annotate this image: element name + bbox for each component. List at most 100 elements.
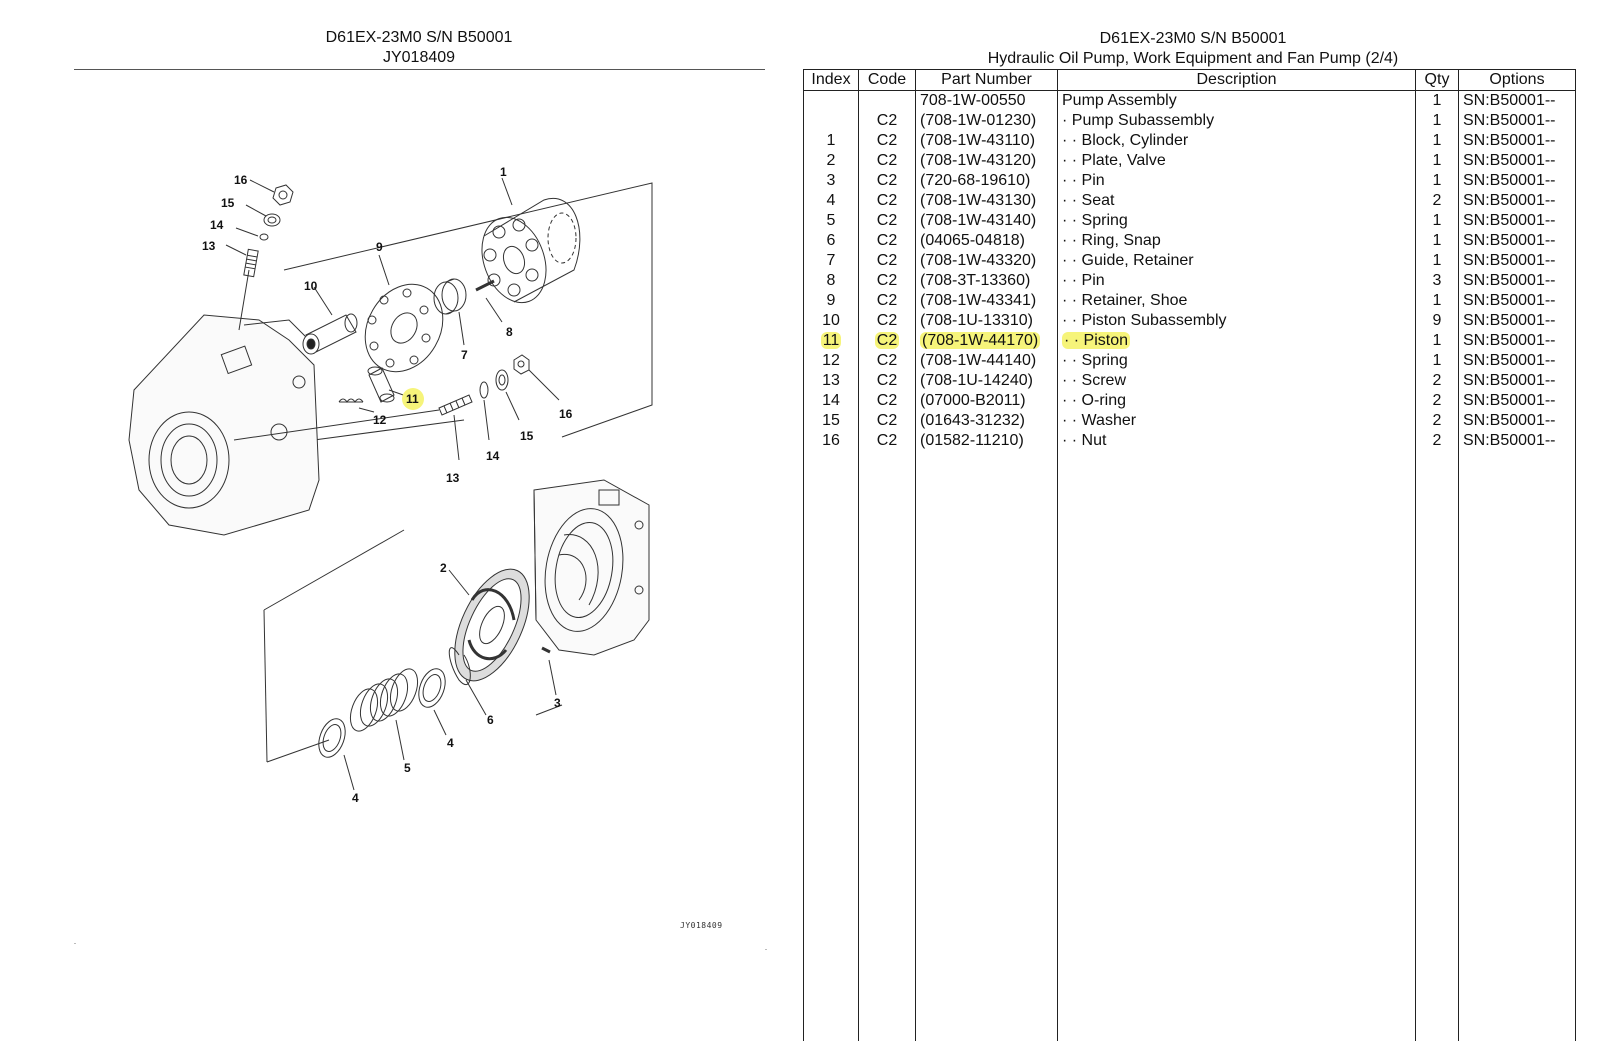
cell-description: · · Pin [1058,271,1416,291]
diagram-id-title: JY018409 [74,48,764,68]
cell-description: · · Retainer, Shoe [1058,291,1416,311]
cell-options: SN:B50001-- [1459,91,1576,112]
highlight-mark: (708-1W-44170) [920,332,1040,349]
highlight-mark: · · Piston [1062,332,1130,349]
cell-qty: 1 [1416,171,1459,191]
col-header-part-number: Part Number [916,70,1058,91]
highlight-mark: C2 [875,332,899,349]
part-11-piston [368,367,394,402]
cell-index: 14 [804,391,859,411]
cell-qty: 1 [1416,111,1459,131]
cell-options: SN:B50001-- [1459,191,1576,211]
cell-code: C2 [859,331,916,351]
drawing-id-label: JY018409 [680,921,723,930]
cell-description: · · Ring, Snap [1058,231,1416,251]
col-header-options: Options [1459,70,1576,91]
cell-description: · · Spring [1058,211,1416,231]
cell-part-number: (708-3T-13360) [916,271,1058,291]
part-13-screw-lower [439,395,472,415]
cell-options: SN:B50001-- [1459,231,1576,251]
cell-index: 16 [804,431,859,451]
cell-description: · · Washer [1058,411,1416,431]
col-header-description: Description [1058,70,1416,91]
cell-part-number: (708-1W-43320) [916,251,1058,271]
cell-part-number: (708-1W-01230) [916,111,1058,131]
part-3-pin [542,648,550,652]
cell-options: SN:B50001-- [1459,331,1576,351]
cell-code: C2 [859,271,916,291]
part-15-washer-lower [496,370,508,390]
cell-options: SN:B50001-- [1459,211,1576,231]
cell-code: C2 [859,151,916,171]
cell-code [859,91,916,112]
cell-index: 12 [804,351,859,371]
empty-cell [859,451,916,1041]
part-10-piston-subassembly [303,314,357,354]
cell-qty: 2 [1416,371,1459,391]
cell-code: C2 [859,111,916,131]
cell-part-number: (708-1W-43341) [916,291,1058,311]
cell-options: SN:B50001-- [1459,131,1576,151]
parts-list-section-title: Hydraulic Oil Pump, Work Equipment and F… [803,49,1583,69]
cell-index: 4 [804,191,859,211]
cell-index: 1 [804,131,859,151]
part-5-spring [345,665,423,735]
cell-part-number: (04065-04818) [916,231,1058,251]
highlight-mark: 11 [821,332,842,349]
callout-4-upper: 4 [447,736,454,750]
callout-13-lower: 13 [446,471,460,485]
part-4-seat-upper [414,665,450,711]
cell-qty: 1 [1416,291,1459,311]
cell-description: · · Plate, Valve [1058,151,1416,171]
cell-part-number: (708-1U-14240) [916,371,1058,391]
empty-cell [916,451,1058,1041]
exploded-view-diagram: 16 15 14 13 10 9 1 8 7 11 12 16 15 14 13… [74,150,774,970]
end-cap-housing [534,480,649,655]
part-16-nut-lower [514,355,529,374]
part-9-retainer-shoe [350,270,458,386]
cell-part-number: (07000-B2011) [916,391,1058,411]
cell-options: SN:B50001-- [1459,271,1576,291]
cell-part-number: (01582-11210) [916,431,1058,451]
cell-index: 3 [804,171,859,191]
empty-cell [1058,451,1416,1041]
cell-options: SN:B50001-- [1459,391,1576,411]
cell-options: SN:B50001-- [1459,371,1576,391]
part-12-spring [339,399,363,402]
diagram-model-title: D61EX-23M0 S/N B50001 [74,28,764,48]
parts-list-model-title: D61EX-23M0 S/N B50001 [803,29,1583,49]
header-rule [74,69,765,70]
cell-part-number: (708-1W-43110) [916,131,1058,151]
cell-code: C2 [859,191,916,211]
cell-description: · · Screw [1058,371,1416,391]
cell-index: 5 [804,211,859,231]
cell-options: SN:B50001-- [1459,251,1576,271]
cell-description: · · Pin [1058,171,1416,191]
cell-qty: 2 [1416,411,1459,431]
cell-part-number: 708-1W-00550 [916,91,1058,112]
col-header-code: Code [859,70,916,91]
callout-16-upper: 16 [234,173,248,187]
cell-index: 8 [804,271,859,291]
cell-code: C2 [859,291,916,311]
cell-qty: 1 [1416,151,1459,171]
cell-part-number: (708-1W-43140) [916,211,1058,231]
cell-index: 2 [804,151,859,171]
cell-qty: 2 [1416,391,1459,411]
cell-qty: 1 [1416,211,1459,231]
part-7-guide-retainer [434,279,466,314]
cell-qty: 9 [1416,311,1459,331]
cell-code: C2 [859,411,916,431]
cell-description: · · Piston Subassembly [1058,311,1416,331]
cell-index: 7 [804,251,859,271]
table-filler-row [804,451,1576,1041]
